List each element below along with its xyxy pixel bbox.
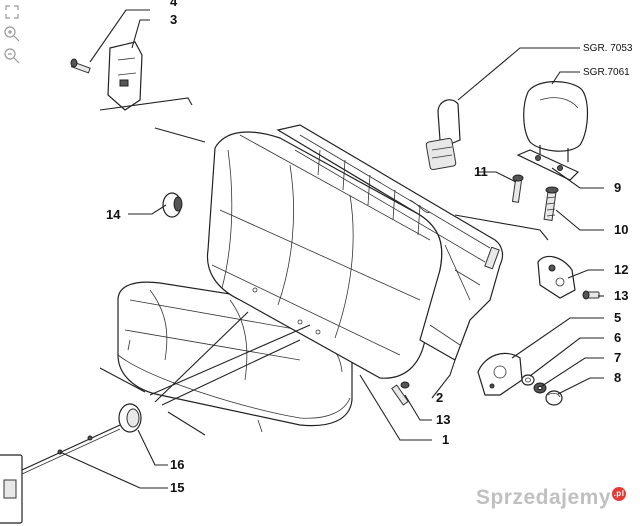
label-part-15: 15 (170, 480, 184, 495)
label-part-2: 2 (436, 390, 443, 405)
screw-11 (511, 174, 524, 203)
label-part-12: 12 (614, 262, 628, 277)
release-cable (0, 424, 121, 524)
lock-plate (477, 352, 523, 396)
label-part-9: 9 (614, 180, 621, 195)
label-part-11: 11 (474, 164, 488, 179)
headrest-bracket (516, 149, 580, 181)
screw-13-bottom (391, 381, 410, 406)
label-ref-sgr-7053: SGR. 7053 (583, 43, 633, 54)
label-part-16: 16 (170, 457, 184, 472)
washer-6 (521, 374, 535, 386)
label-part-6: 6 (614, 330, 621, 345)
cover-16 (118, 403, 142, 433)
label-part-7: 7 (614, 350, 621, 365)
label-part-1: 1 (442, 432, 449, 447)
label-ref-sgr-7061: SGR.7061 (583, 67, 630, 78)
screw-10 (543, 186, 559, 221)
watermark-badge: .pl (612, 487, 626, 501)
latch-bracket (107, 41, 143, 111)
zoom-in-icon[interactable] (2, 24, 22, 44)
headrest (523, 81, 589, 162)
label-part-3: 3 (170, 12, 177, 27)
backrest-frame (276, 124, 504, 361)
viewer-toolbar (2, 2, 26, 68)
hinge-bracket (537, 255, 576, 299)
screw-13-right (582, 290, 600, 300)
label-part-14: 14 (106, 207, 121, 222)
label-part-8: 8 (614, 370, 621, 385)
zoom-out-icon[interactable] (2, 46, 22, 66)
label-part-5: 5 (614, 310, 621, 325)
label-part-13-bottom: 13 (436, 412, 450, 427)
plug-14 (162, 192, 183, 218)
cap-8 (545, 390, 563, 406)
label-part-10: 10 (614, 222, 628, 237)
label-part-13-right: 13 (614, 288, 628, 303)
watermark: Sprzedajemy.pl (476, 486, 626, 510)
watermark-text: Sprzedajemy (475, 486, 611, 509)
seat-belt-buckle (425, 99, 461, 171)
screw-4 (70, 58, 91, 74)
label-part-4: 4 (170, 0, 178, 9)
fullscreen-icon[interactable] (2, 2, 22, 22)
